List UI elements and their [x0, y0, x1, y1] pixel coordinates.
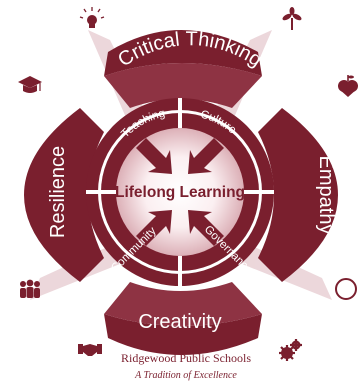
handshake-icon — [78, 344, 102, 356]
arrow-top-right — [188, 138, 224, 174]
petal-top — [104, 30, 262, 108]
arrow-bottom-left — [136, 210, 172, 246]
apple-heart-icon — [338, 75, 358, 97]
petal-left — [24, 108, 104, 282]
people-group-icon — [20, 279, 40, 298]
center-title: Lifelong Learning — [115, 184, 245, 201]
inward-arrows — [136, 138, 224, 246]
sprout-icon — [282, 7, 302, 30]
org-name: Ridgewood Public Schools — [121, 351, 251, 365]
petal-label-left: Resilience — [47, 146, 69, 238]
petal-label-bottom: Creativity — [138, 311, 221, 333]
arrow-bottom-right — [188, 210, 224, 246]
org-tagline: A Tradition of Excellence — [134, 370, 237, 381]
petal-right — [258, 108, 338, 282]
arrow-top-left — [136, 138, 172, 174]
gears-icon — [279, 339, 302, 361]
petal-label-right: Empathy — [315, 156, 337, 235]
compass-icon — [335, 278, 357, 300]
ring-dividers — [86, 98, 274, 286]
petal-bottom — [104, 282, 262, 355]
lightbulb-icon — [79, 7, 105, 28]
graduation-cap-icon — [18, 76, 42, 93]
